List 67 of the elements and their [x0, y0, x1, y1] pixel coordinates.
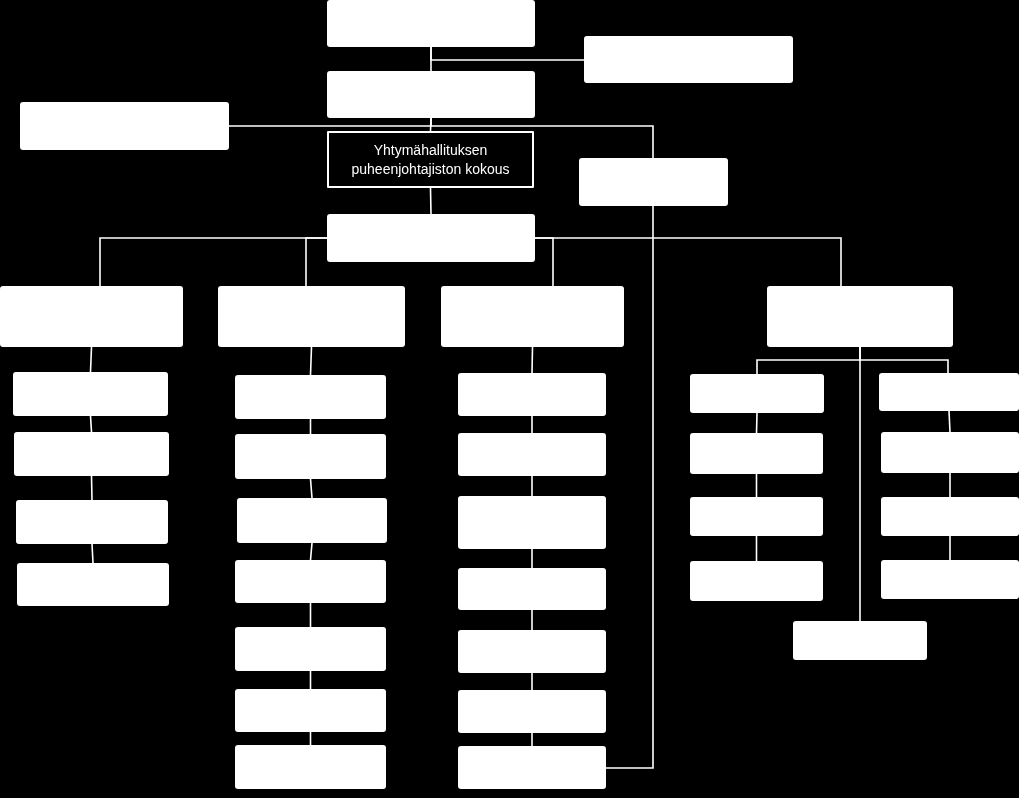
- empty-org-box: [235, 745, 386, 789]
- empty-org-box: [690, 561, 823, 601]
- empty-org-box: [17, 563, 169, 606]
- empty-org-box: [458, 568, 606, 610]
- connector-line: [755, 412, 758, 434]
- empty-org-box: [20, 102, 229, 150]
- empty-org-box: [458, 746, 606, 789]
- empty-org-box: [16, 500, 168, 544]
- connector-line: [531, 548, 533, 569]
- empty-org-box: [235, 689, 386, 732]
- connector-line: [531, 346, 534, 374]
- empty-org-box: [441, 286, 624, 347]
- connector-line: [531, 609, 533, 631]
- connector-line: [309, 478, 313, 499]
- connector-line: [755, 473, 758, 498]
- connector-line: [859, 346, 949, 374]
- empty-org-box: [327, 214, 535, 262]
- connector-line: [309, 602, 312, 628]
- connector-line: [429, 117, 432, 132]
- empty-org-box: [327, 0, 535, 47]
- connector-line: [309, 346, 313, 376]
- empty-org-box: [13, 372, 168, 416]
- empty-org-box: [235, 375, 386, 419]
- connector-line: [949, 472, 951, 498]
- empty-org-box: [458, 496, 606, 549]
- org-chart-box: [327, 131, 534, 188]
- connector-line: [605, 205, 654, 769]
- connector-line: [309, 542, 313, 561]
- empty-org-box: [0, 286, 183, 347]
- empty-org-box: [327, 71, 535, 118]
- connector-line: [89, 346, 93, 373]
- empty-org-box: [767, 286, 953, 347]
- empty-org-box: [881, 560, 1019, 599]
- connector-line: [531, 415, 533, 434]
- empty-org-box: [458, 630, 606, 673]
- empty-org-box: [584, 36, 793, 83]
- empty-org-box: [458, 373, 606, 416]
- empty-org-box: [879, 373, 1019, 411]
- empty-org-box: [235, 560, 386, 603]
- connector-line: [949, 535, 951, 561]
- connector-line: [305, 237, 328, 287]
- empty-org-box: [881, 497, 1019, 536]
- connector-line: [430, 46, 432, 72]
- empty-org-box: [690, 433, 823, 474]
- empty-org-box: [579, 158, 728, 206]
- empty-org-box: [235, 627, 386, 671]
- box-label: Yhtymähallituksen puheenjohtajiston kokous: [350, 140, 511, 179]
- empty-org-box: [793, 621, 927, 660]
- connector-line: [755, 535, 758, 562]
- connector-line: [948, 410, 951, 433]
- empty-org-box: [235, 434, 386, 479]
- connector-line: [534, 237, 554, 287]
- empty-org-box: [14, 432, 169, 476]
- empty-org-box: [881, 432, 1019, 473]
- connector-line: [531, 475, 533, 497]
- connector-line: [429, 187, 432, 215]
- empty-org-box: [218, 286, 405, 347]
- connector-line: [91, 543, 94, 564]
- connector-line: [531, 732, 533, 747]
- empty-org-box: [690, 497, 823, 536]
- empty-org-box: [458, 690, 606, 733]
- connector-line: [90, 475, 93, 501]
- connector-line: [89, 415, 93, 433]
- empty-org-box: [237, 498, 387, 543]
- empty-org-box: [458, 433, 606, 476]
- empty-org-box: [690, 374, 824, 413]
- connector-line: [531, 672, 533, 691]
